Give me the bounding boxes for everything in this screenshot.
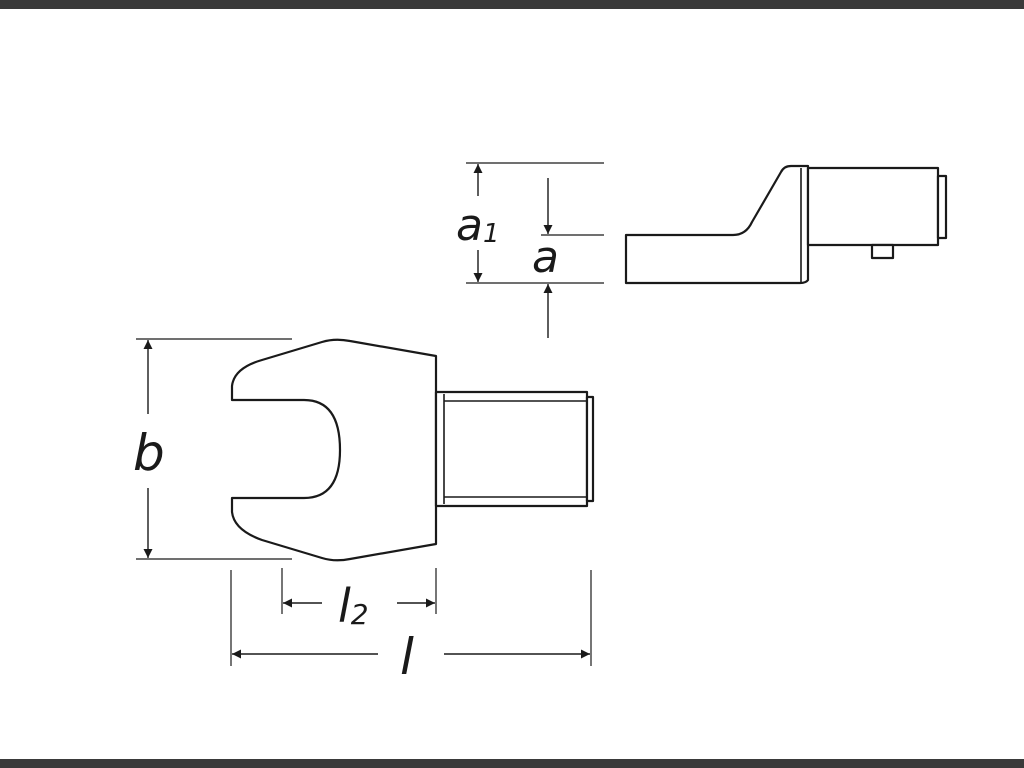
side-view-detent-pin [870, 243, 895, 260]
label-a1: a1 [456, 200, 500, 251]
dimension-l2-l [230, 568, 592, 666]
dimension-a1-a [466, 162, 604, 338]
label-a: a [532, 232, 559, 283]
label-l: l [400, 628, 414, 686]
top-border [0, 0, 1024, 9]
top-view [230, 338, 595, 562]
label-b: b [133, 424, 165, 482]
side-view-drive-chamfer [936, 174, 948, 240]
shank-chamfer [585, 395, 595, 503]
side-view-square-drive [806, 166, 940, 247]
square-shank [434, 390, 589, 508]
open-end-head [230, 338, 438, 562]
label-l2: l2 [338, 579, 369, 633]
side-view-body [624, 164, 810, 285]
bottom-border [0, 759, 1024, 768]
side-view [624, 164, 948, 285]
dimension-b [136, 338, 292, 560]
